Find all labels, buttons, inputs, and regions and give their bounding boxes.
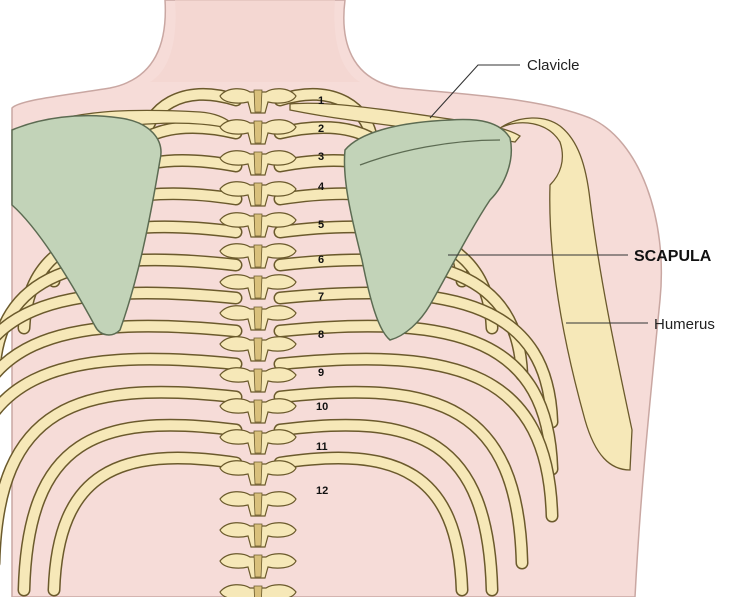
rib-number-11: 11 — [316, 441, 328, 453]
rib-number-6: 6 — [318, 254, 324, 266]
rib-number-5: 5 — [318, 219, 324, 231]
rib-number-12: 12 — [316, 485, 328, 497]
rib-number-4: 4 — [318, 181, 325, 193]
scapula-label: SCAPULA — [634, 248, 712, 265]
rib-number-7: 7 — [318, 291, 324, 303]
rib-number-9: 9 — [318, 367, 324, 379]
humerus-label: Humerus — [654, 316, 715, 333]
clavicle-label: Clavicle — [527, 57, 580, 74]
rib-number-1: 1 — [318, 95, 324, 107]
vertebra — [220, 585, 296, 597]
rib-number-3: 3 — [318, 151, 324, 163]
neck-shading — [150, 0, 360, 82]
rib-number-2: 2 — [318, 123, 324, 135]
rib-number-8: 8 — [318, 329, 324, 341]
rib-number-10: 10 — [316, 401, 328, 413]
